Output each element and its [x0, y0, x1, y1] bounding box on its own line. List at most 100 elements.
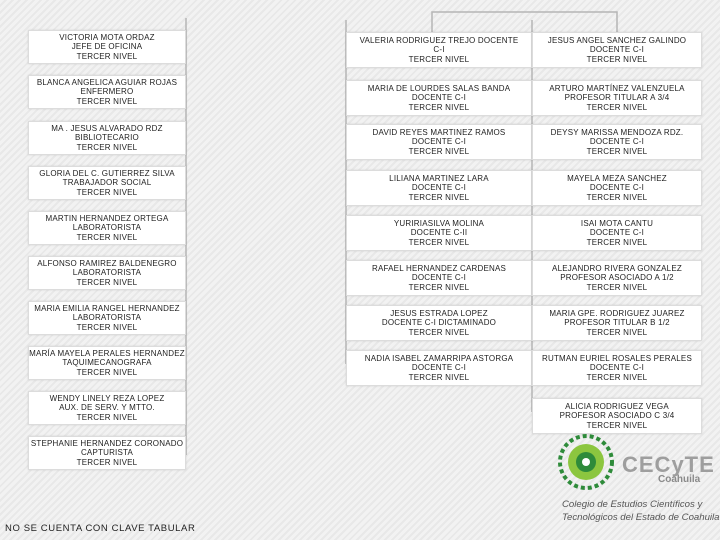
footer-note: NO SE CUENTA CON CLAVE TABULAR: [5, 523, 196, 534]
employee-name: VICTORIA MOTA ORDAZ: [59, 32, 155, 42]
employee-level: TERCER NIVEL: [408, 54, 470, 64]
employee-level: TERCER NIVEL: [76, 96, 138, 106]
employee-name: JESUS ANGEL SANCHEZ GALINDO: [547, 35, 687, 45]
employee-name: BLANCA ANGELICA AGUIAR ROJAS: [36, 77, 178, 87]
employee-role: TAQUIMECANOGRAFA: [62, 358, 152, 368]
employee-level: TERCER NIVEL: [408, 146, 470, 156]
logo-org-line2: Tecnológicos del Estado de Coahuila: [562, 512, 720, 523]
employee-name: RAFAEL HERNANDEZ CARDENAS: [371, 263, 507, 273]
employee-level: TERCER NIVEL: [586, 192, 648, 202]
employee-name: ALEJANDRO RIVERA GONZALEZ: [552, 263, 682, 273]
logo-org-line1: Colegio de Estudios Científicos y: [562, 499, 703, 510]
employee-level: TERCER NIVEL: [408, 372, 470, 382]
employee-role: CAPTURISTA: [80, 448, 134, 458]
employee-role: DOCENTE C-I: [411, 273, 467, 283]
employee-role: PROFESOR ASOCIADO C 3/4: [559, 411, 675, 421]
employee-level: TERCER NIVEL: [408, 237, 470, 247]
employee-level: TERCER NIVEL: [586, 327, 648, 337]
employee-name: MARIA DE LOURDES SALAS BANDA: [367, 83, 511, 93]
employee-level: TERCER NIVEL: [408, 282, 470, 292]
employee-level: TERCER NIVEL: [408, 327, 470, 337]
employee-level: TERCER NIVEL: [76, 187, 138, 197]
employee-name: ALICIA RODRIGUEZ VEGA: [565, 401, 669, 411]
employee-role: DOCENTE C-I: [411, 137, 467, 147]
logo-org: Colegio de Estudios Científicos y Tecnol…: [562, 498, 720, 524]
employee-role: DOCENTE C-I: [411, 93, 467, 103]
employee-role: PROFESOR ASOCIADO A 1/2: [560, 273, 674, 283]
employee-role: PROFESOR TITULAR A 3/4: [564, 93, 670, 103]
employee-level: TERCER NIVEL: [76, 51, 138, 61]
employee-role: DOCENTE C-I: [589, 363, 645, 373]
employee-role: ENFERMERO: [80, 87, 134, 97]
cecyte-logo: CECyTE Coahuila Colegio de Estudios Cien…: [552, 432, 720, 538]
employee-name: MA . JESUS ALVARADO RDZ: [51, 123, 163, 133]
employee-level: TERCER NIVEL: [76, 277, 138, 287]
employee-name: NADIA ISABEL ZAMARRIPA ASTORGA: [364, 353, 514, 363]
logo-state: Coahuila: [658, 474, 701, 485]
employee-name: JESUS ESTRADA LOPEZ: [390, 308, 488, 318]
employee-name: LILIANA MARTINEZ LARA: [389, 173, 489, 183]
employee-role: LABORATORISTA: [72, 313, 142, 323]
employee-role: C-I: [433, 45, 445, 55]
employee-role: PROFESOR TITULAR B 1/2: [564, 318, 670, 328]
employee-role: DOCENTE C-I: [411, 183, 467, 193]
employee-level: TERCER NIVEL: [586, 146, 648, 156]
employee-level: TERCER NIVEL: [76, 367, 138, 377]
employee-name: WENDY LINELY REZA LOPEZ: [49, 393, 165, 403]
employee-name: YURIRIASILVA MOLINA: [393, 218, 485, 228]
employee-level: TERCER NIVEL: [76, 142, 138, 152]
employee-level: TERCER NIVEL: [408, 102, 470, 112]
employee-name: DAVID REYES MARTINEZ RAMOS: [372, 127, 506, 137]
employee-name: ISAI MOTA CANTU: [580, 218, 654, 228]
employee-name: ARTURO MARTÍNEZ VALENZUELA: [549, 83, 685, 93]
employee-name: RUTMAN EURIEL ROSALES PERALES: [542, 353, 692, 363]
employee-name: DEYSY MARISSA MENDOZA RDZ.: [550, 127, 684, 137]
employee-role: DOCENTE C-II: [410, 228, 468, 238]
employee-name: ALFONSO RAMIREZ BALDENEGRO: [37, 258, 177, 268]
cecyte-emblem-icon: [558, 434, 614, 490]
employee-level: TERCER NIVEL: [76, 457, 138, 467]
employee-role: JEFE DE OFICINA: [71, 42, 143, 52]
employee-level: TERCER NIVEL: [76, 412, 138, 422]
employee-role: DOCENTE C-I DICTAMINADO: [381, 318, 497, 328]
employee-level: TERCER NIVEL: [586, 54, 648, 64]
employee-role: AUX. DE SERV. Y MTTO.: [59, 403, 155, 413]
employee-level: TERCER NIVEL: [586, 282, 648, 292]
employee-name: MARTIN HERNANDEZ ORTEGA: [45, 213, 169, 223]
employee-name: MAYELA MEZA SANCHEZ: [567, 173, 667, 183]
employee-name: GLORIA DEL C. GUTIERREZ SILVA: [39, 168, 175, 178]
employee-name: MARIA EMILIA RANGEL HERNANDEZ: [34, 303, 180, 313]
employee-role: DOCENTE C-I: [589, 228, 645, 238]
employee-level: TERCER NIVEL: [586, 420, 648, 430]
employee-level: TERCER NIVEL: [586, 102, 648, 112]
top-connector: [431, 11, 618, 33]
employee-name: MARÍA MAYELA PERALES HERNANDEZ: [29, 348, 185, 358]
employee-level: TERCER NIVEL: [76, 232, 138, 242]
logo-brand: CECyTE: [622, 452, 715, 477]
employee-level: TERCER NIVEL: [586, 237, 648, 247]
employee-role: LABORATORISTA: [72, 223, 142, 233]
